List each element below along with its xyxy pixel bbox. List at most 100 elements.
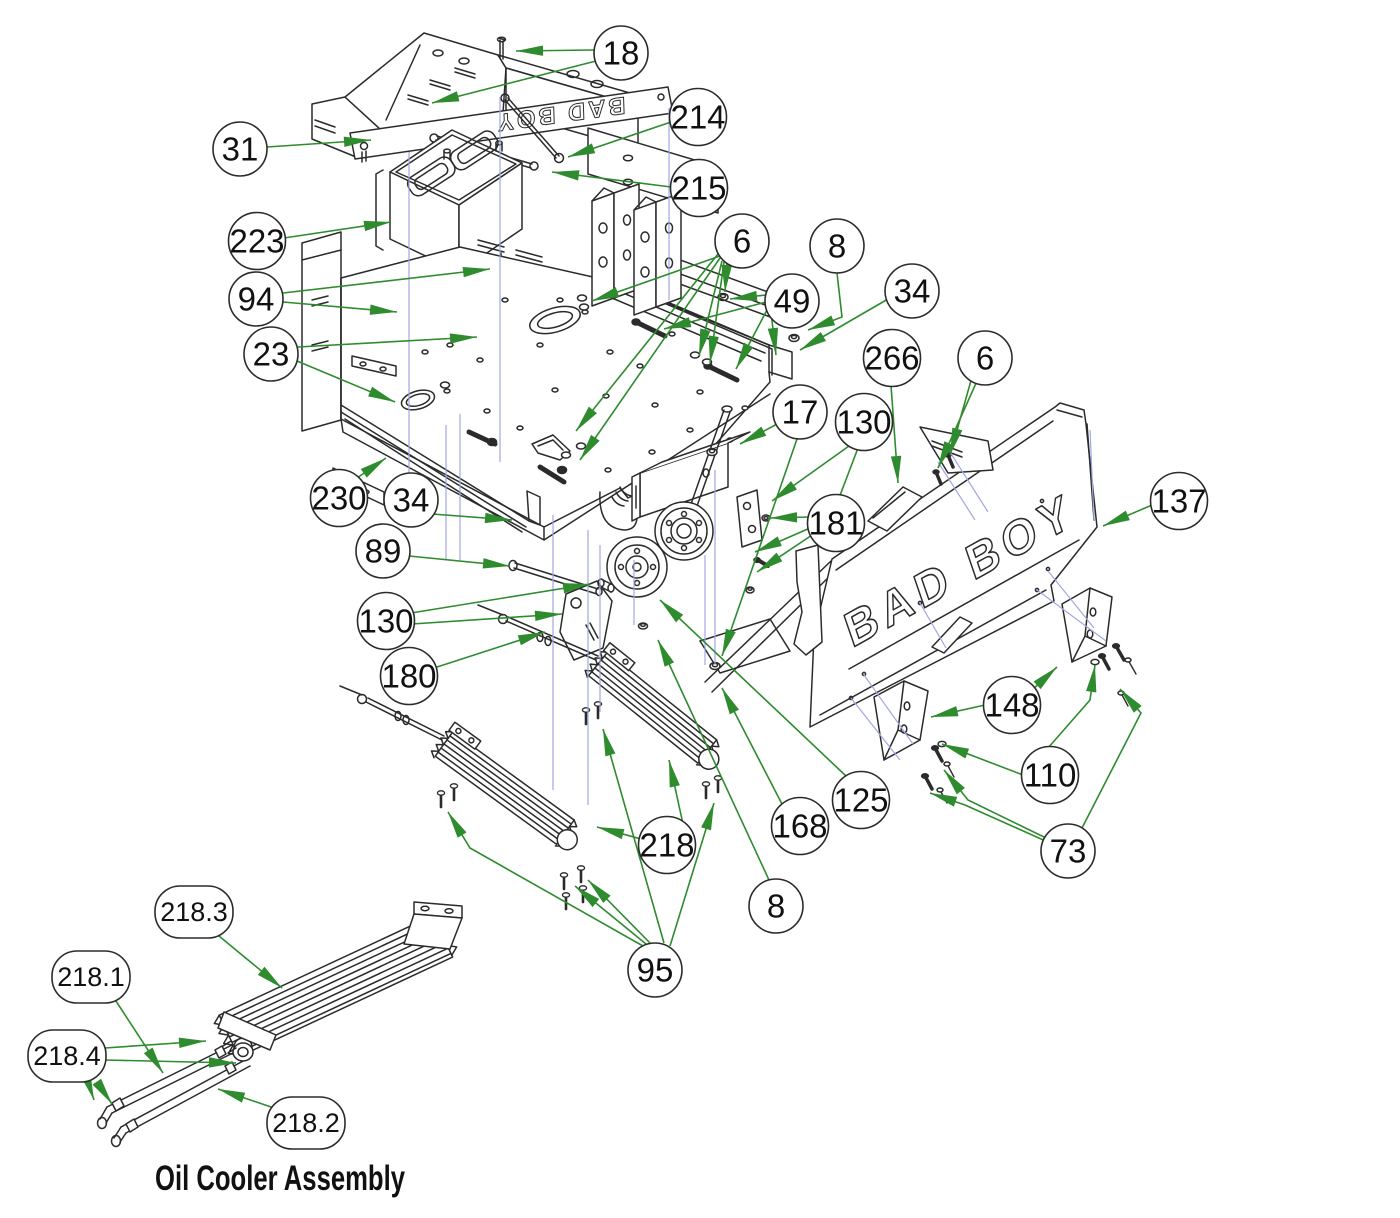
callout-bubble xyxy=(309,468,369,528)
callout-label: 218 xyxy=(639,827,694,864)
callout-label: 218.3 xyxy=(160,897,228,927)
callout-bubble xyxy=(1020,745,1080,805)
leader-arrowhead xyxy=(368,386,395,402)
callout-bubble xyxy=(379,646,439,706)
callout-110: 110 xyxy=(1020,745,1080,805)
callout-label: 94 xyxy=(238,281,275,318)
leader-arrowhead xyxy=(449,333,477,344)
callout-218.2: 218.2 xyxy=(266,1096,346,1150)
projection-line xyxy=(1089,429,1095,521)
screw-head-drawing xyxy=(576,865,586,871)
screw-head-drawing xyxy=(561,892,571,898)
callout-23: 23 xyxy=(243,326,299,382)
leader-arrowhead xyxy=(808,315,836,330)
leader-arrowhead xyxy=(767,327,779,355)
callout-bubble xyxy=(770,796,830,856)
cooler-b-drawing xyxy=(477,604,720,770)
callout-label: 95 xyxy=(637,952,674,989)
leader-arrowhead xyxy=(722,628,736,656)
leader-arrowhead xyxy=(588,880,611,903)
left-frame-wall-drawing xyxy=(301,231,342,432)
leader-arrowhead xyxy=(721,264,732,292)
leader-arrowhead xyxy=(938,441,954,468)
leader-arrowhead xyxy=(890,455,902,483)
leader-arrowhead xyxy=(740,426,767,444)
callout-34: 34 xyxy=(884,263,940,319)
callout-label: 6 xyxy=(733,223,751,260)
callout-bubble xyxy=(1149,471,1209,531)
callout-bubble xyxy=(356,591,416,651)
callout-bubble xyxy=(982,675,1042,735)
oil-cooler-assembly-drawing xyxy=(96,901,463,1148)
callout-bubble xyxy=(266,1096,346,1150)
callout-label: 218.2 xyxy=(272,1108,340,1138)
callout-bubble xyxy=(806,493,866,553)
leader-arrowhead xyxy=(950,427,963,455)
leader-arrowhead xyxy=(343,136,371,148)
cooler-a-drawing xyxy=(339,685,579,851)
callout-bubble xyxy=(228,271,284,327)
leader-arrowhead xyxy=(568,143,596,157)
callout-130: 130 xyxy=(356,591,416,651)
leader-arrowhead xyxy=(482,558,510,569)
callout-181: 181 xyxy=(806,493,866,553)
leader-arrowhead xyxy=(484,512,512,524)
callout-label: 34 xyxy=(894,273,931,310)
leader-arrowhead xyxy=(516,45,544,56)
leader-arrowhead xyxy=(1033,667,1057,690)
callout-label: 18 xyxy=(603,35,640,72)
callout-125: 125 xyxy=(831,770,891,830)
callout-bubble xyxy=(668,87,728,147)
callout-18: 18 xyxy=(593,25,649,81)
callout-bubble xyxy=(627,942,683,998)
leader-arrowhead xyxy=(772,481,797,501)
projection-line xyxy=(949,451,989,513)
leader-arrowhead xyxy=(664,317,692,329)
callout-label: 218.1 xyxy=(57,962,125,992)
callout-218.1: 218.1 xyxy=(51,950,131,1004)
callout-label: 130 xyxy=(836,404,891,441)
screw-head-drawing xyxy=(436,790,446,796)
leader-arrowhead xyxy=(669,760,680,788)
leader-arrowhead xyxy=(534,610,562,621)
callout-label: 17 xyxy=(782,394,819,431)
callout-31: 31 xyxy=(212,121,268,177)
leader-arrowhead xyxy=(257,966,282,988)
leader-arrowhead xyxy=(736,342,754,369)
leader-line xyxy=(575,253,719,432)
callout-label: 49 xyxy=(774,283,811,320)
callout-230: 230 xyxy=(309,468,369,528)
callout-bubble xyxy=(355,523,411,579)
leader-arrowhead xyxy=(800,331,826,350)
leader-arrowhead xyxy=(92,1078,112,1104)
callout-223: 223 xyxy=(227,211,287,271)
leader-arrowhead xyxy=(462,266,490,278)
callout-label: 180 xyxy=(381,658,436,695)
callout-214: 214 xyxy=(668,87,728,147)
callout-label: 266 xyxy=(864,340,919,377)
leader-arrowhead xyxy=(576,406,597,431)
leader-arrowhead xyxy=(218,1089,246,1103)
callout-label: 148 xyxy=(984,687,1039,724)
screw-head-drawing xyxy=(578,885,588,891)
leader-arrowhead xyxy=(597,827,625,840)
leader-line xyxy=(721,438,798,657)
callout-bubble xyxy=(669,158,729,218)
leader-arrows xyxy=(80,45,1153,1111)
callout-34: 34 xyxy=(383,472,439,528)
callout-bubble xyxy=(243,326,299,382)
callout-8: 8 xyxy=(809,218,865,274)
skid-brackets-drawing xyxy=(873,587,1137,804)
callout-bubble xyxy=(1040,823,1096,879)
callout-94: 94 xyxy=(228,271,284,327)
leader-arrowhead xyxy=(1120,689,1142,713)
callout-bubble xyxy=(764,273,820,329)
callout-label: 110 xyxy=(1024,757,1077,794)
callout-130: 130 xyxy=(834,392,894,452)
callout-218: 218 xyxy=(637,815,697,875)
leader-arrowhead xyxy=(770,512,798,523)
leader-arrowhead xyxy=(575,886,600,908)
callout-bubble xyxy=(862,328,922,388)
